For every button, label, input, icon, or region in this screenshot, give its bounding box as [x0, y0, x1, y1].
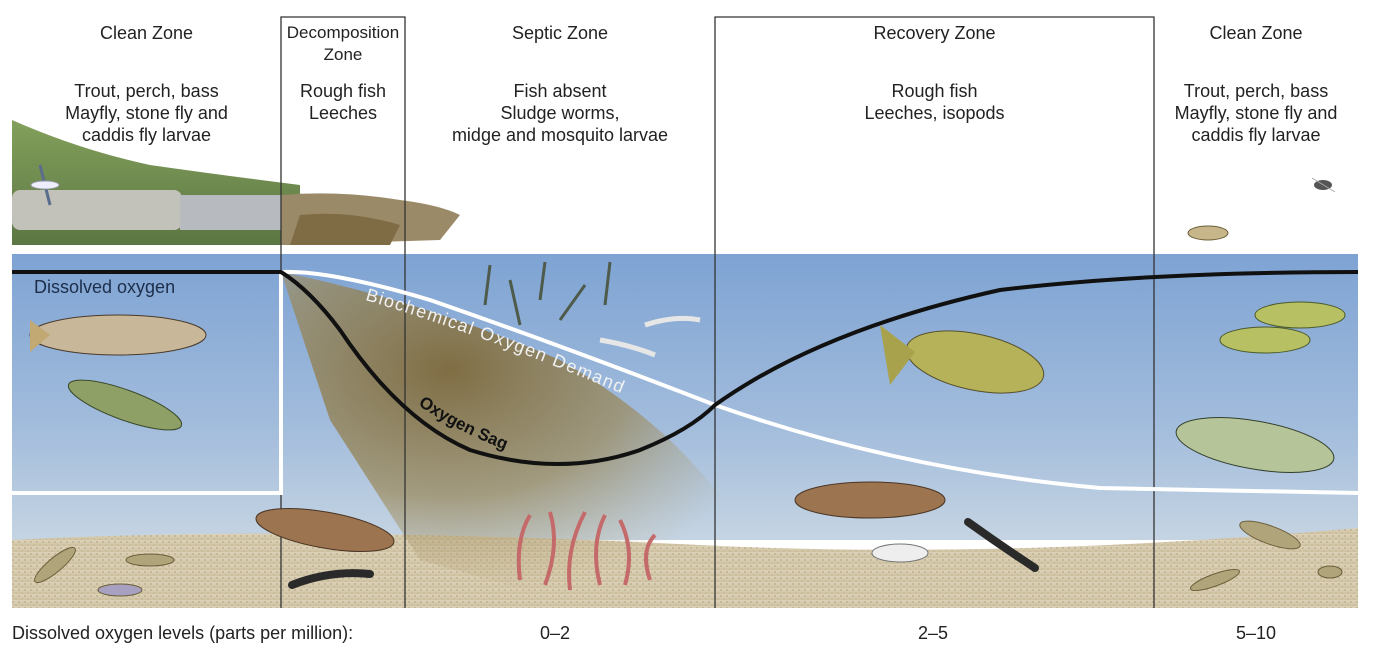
dissolved-oxygen-label: Dissolved oxygen: [34, 277, 176, 297]
footer-level-clean: 5–10: [1236, 623, 1277, 643]
bod-curve: [12, 269, 1359, 495]
pollution-plume: [281, 272, 760, 600]
isopod: [871, 543, 929, 563]
trout-fish: [29, 314, 207, 356]
stonefly-insect: [1311, 177, 1336, 193]
zone-title-clean-left: Clean Zone: [99, 23, 194, 43]
footer-do-levels-label: Dissolved oxygen levels (parts per milli…: [12, 623, 354, 643]
shoreline: [12, 120, 460, 245]
footer-level-septic: 0–2: [540, 623, 571, 643]
leech: [288, 518, 1039, 589]
dissolved-oxygen-curve: [12, 270, 1359, 466]
zone-desc-clean-right: Trout, perch, bass Mayfly, stone fly and…: [1174, 81, 1338, 145]
zone-title-recovery: Recovery Zone: [873, 23, 996, 43]
sludge-worms: [516, 511, 657, 591]
mosquito-larvae: [483, 261, 612, 326]
zone-title-clean-right: Clean Zone: [1209, 23, 1303, 43]
benthic-larvae: [34, 520, 1343, 597]
catfish-recovery: [794, 481, 946, 519]
zone-desc-recovery: Rough fish Leeches, isopods: [864, 81, 1005, 123]
catfish-decomposition: [255, 508, 395, 552]
zone-title-septic: Septic Zone: [511, 23, 609, 43]
rainbow-trout-fish: [67, 379, 183, 431]
footer-level-recovery: 2–5: [918, 623, 949, 643]
zone-desc-clean-left: Trout, perch, bass Mayfly, stone fly and…: [65, 81, 228, 145]
dragonfly-insect: [30, 164, 60, 206]
zone-desc-decomposition: Rough fish Leeches: [299, 81, 387, 123]
zone-desc-septic: Fish absent Sludge worms, midge and mosq…: [451, 81, 669, 145]
midge-larvae: [599, 315, 701, 358]
carp-fish: [880, 325, 1045, 394]
perch-fish: [1219, 301, 1346, 354]
bass-fish: [1175, 417, 1335, 473]
mayfly-insect: [1187, 225, 1229, 241]
zone-title-decomposition: Decomposition Zone: [286, 23, 400, 64]
